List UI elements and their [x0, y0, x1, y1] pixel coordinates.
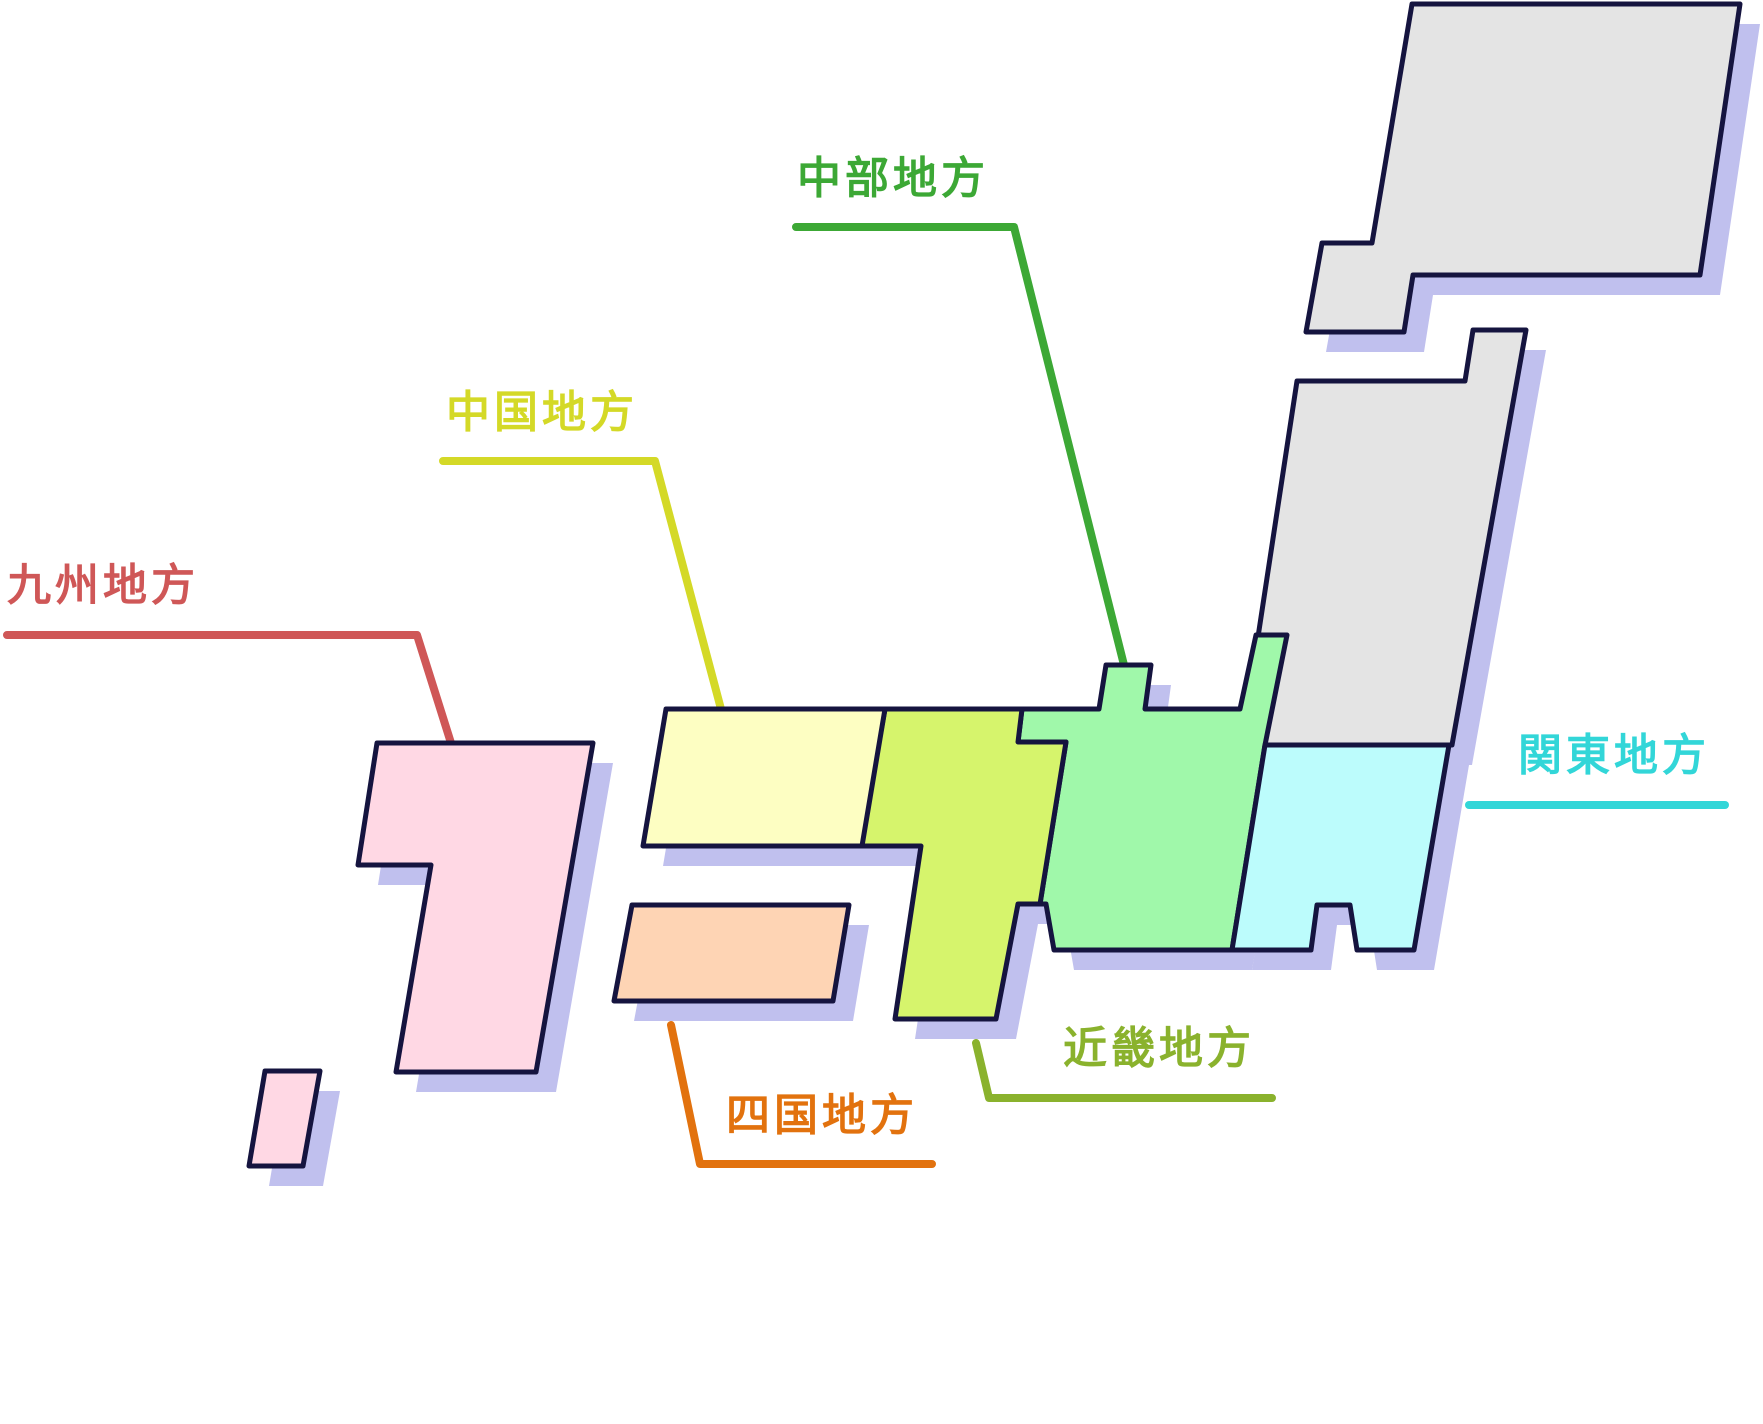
leader-kyushu: [3, 631, 455, 747]
leader-chugoku: [439, 457, 725, 713]
labels-layer: 九州地方 中国地方 四国地方 近畿地方 中部地方 関東地方: [7, 153, 1710, 1141]
label-chugoku: 中国地方: [446, 387, 638, 438]
label-kanto: 関東地方: [1518, 730, 1710, 781]
label-kinki: 近畿地方: [1063, 1023, 1255, 1074]
leader-lines: [3, 223, 1729, 1168]
region-kyushu: [355, 740, 596, 1075]
regions-layer: [246, 1, 1743, 1169]
label-chubu: 中部地方: [797, 153, 989, 204]
region-kinki: [857, 706, 1069, 1022]
region-shikoku: [611, 902, 852, 1004]
region-hokkaido: [1303, 1, 1743, 335]
region-chugoku: [640, 706, 888, 849]
region-okinawa: [246, 1068, 323, 1169]
region-kanto: [1229, 742, 1452, 953]
leader-chubu: [792, 223, 1128, 669]
leader-shikoku: [667, 1021, 936, 1168]
label-shikoku: 四国地方: [726, 1090, 918, 1141]
leader-kinki: [972, 1039, 1276, 1102]
label-kyushu: 九州地方: [7, 560, 199, 611]
